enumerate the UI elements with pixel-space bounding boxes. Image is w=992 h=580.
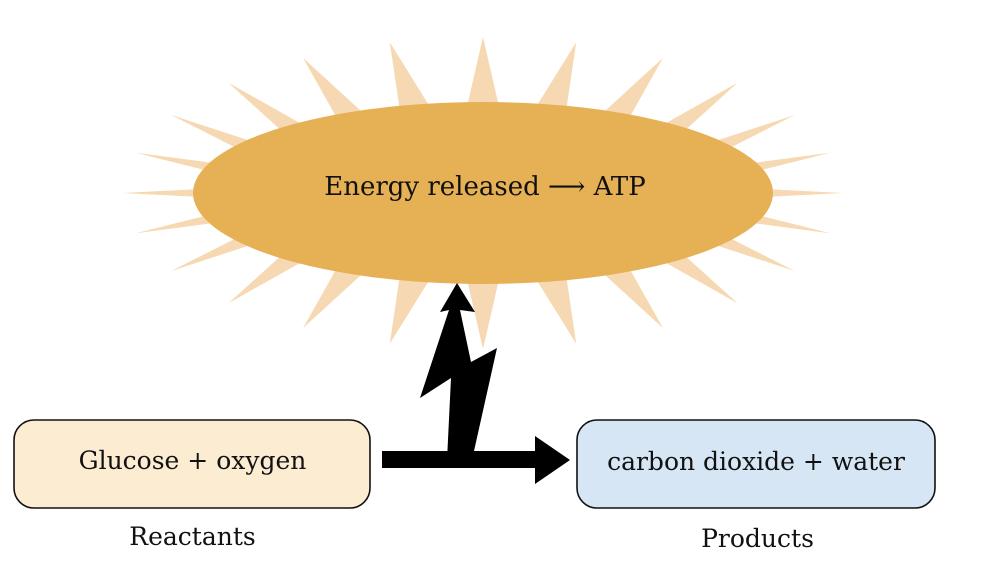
- reaction-arrow: [382, 436, 570, 484]
- sunburst-ray: [303, 57, 374, 129]
- sunburst-ray: [465, 37, 501, 116]
- products-box: [576, 419, 936, 509]
- energy-ellipse: [193, 102, 773, 284]
- reactants-caption: Reactants: [129, 522, 256, 551]
- sunburst-ray: [530, 266, 577, 344]
- energy-label: Energy released ⟶ ATP: [324, 172, 646, 202]
- reactants-box: [13, 419, 371, 509]
- sunburst-ray: [592, 257, 663, 329]
- sunburst-ray: [530, 42, 577, 120]
- sunburst-ray: [389, 266, 436, 344]
- sunburst-ray: [303, 257, 374, 329]
- products-label: carbon dioxide + water: [607, 447, 905, 476]
- sunburst-ray: [389, 42, 436, 120]
- sunburst-ray: [465, 270, 501, 349]
- reactants-label: Glucose + oxygen: [78, 446, 307, 475]
- products-caption: Products: [701, 524, 814, 553]
- sunburst-ray: [592, 57, 663, 129]
- energy-release-arrow: [420, 283, 497, 460]
